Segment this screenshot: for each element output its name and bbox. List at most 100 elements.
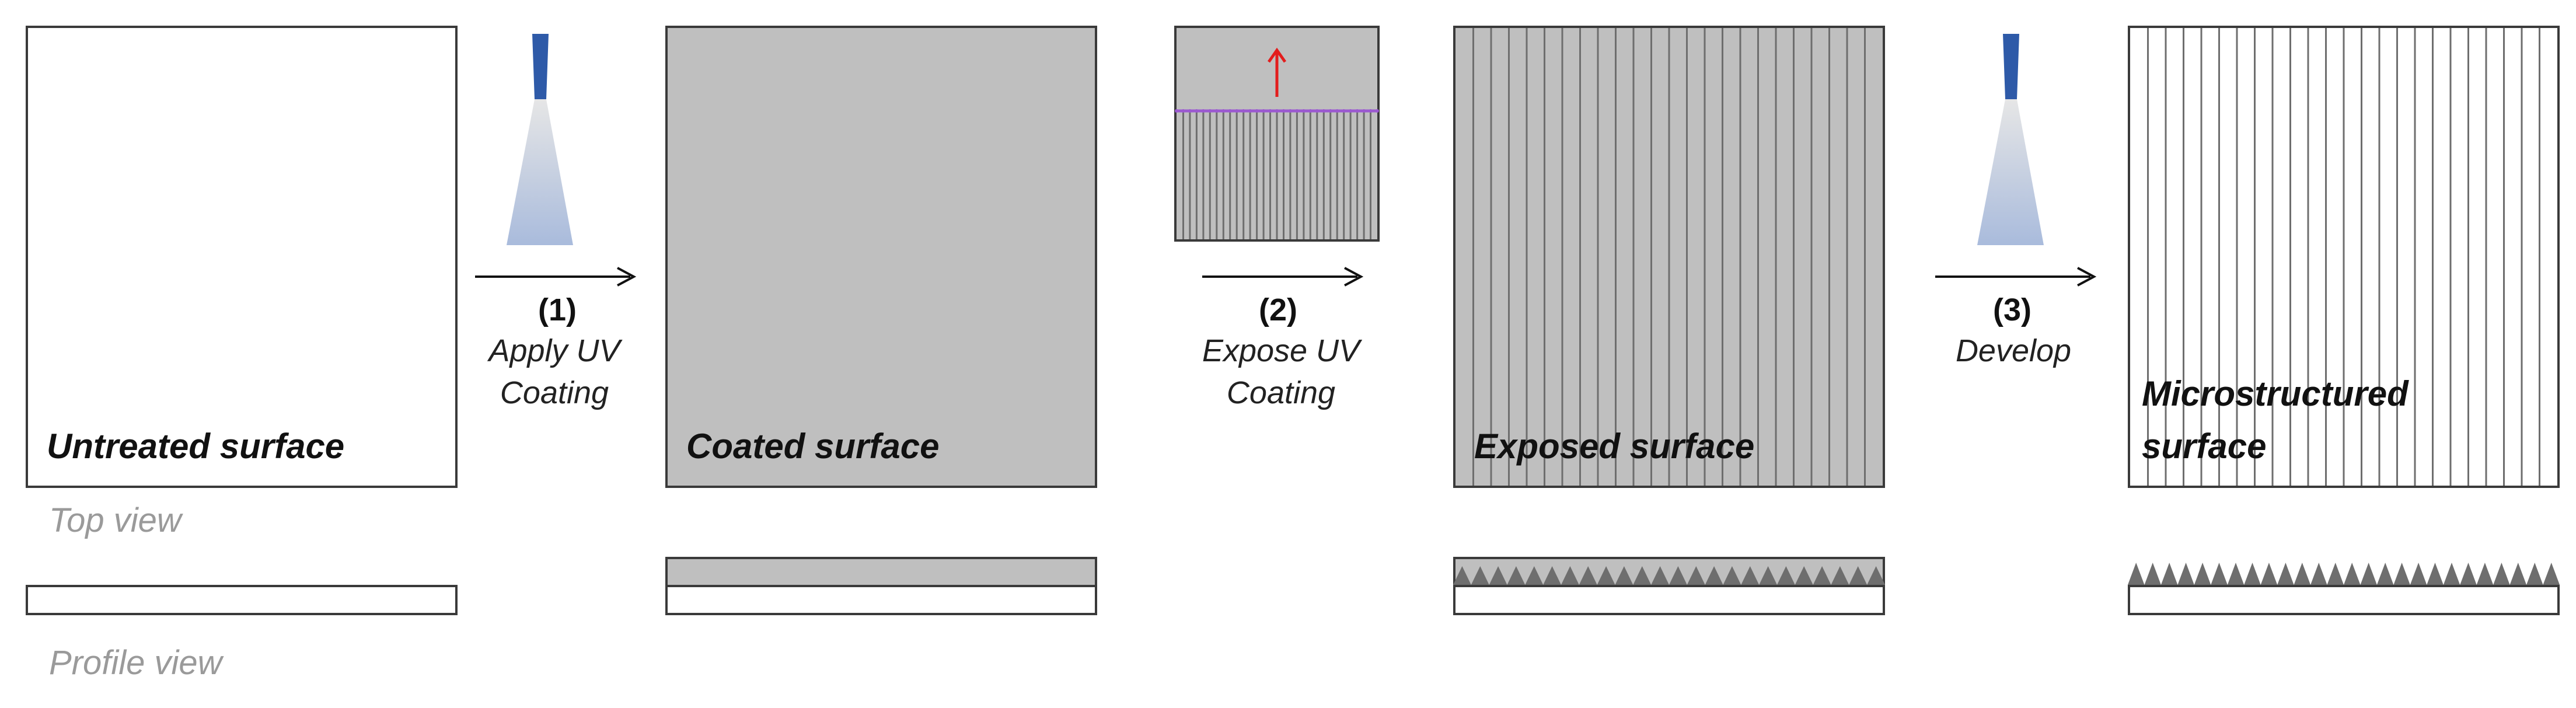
uv-front-dot [1262, 109, 1266, 113]
exposed-profile-tooth [1867, 566, 1885, 585]
microstructure-tooth [2160, 563, 2178, 585]
profile-view-label: Profile view [49, 644, 222, 682]
untreated-surface-label: Untreated surface [47, 427, 345, 466]
exposed-profile-tooth [1723, 566, 1741, 585]
microstructure-tooth [2344, 563, 2361, 585]
step-3-number: (3) [1993, 292, 2032, 327]
coated-surface-label: Coated surface [686, 427, 940, 466]
uv-front-dot [1295, 109, 1299, 113]
exposed-profile-tooth [1453, 566, 1471, 585]
microstructure-tooth [2144, 563, 2161, 585]
microstructure-tooth [2509, 563, 2527, 585]
untreated-surface-panel [26, 26, 458, 488]
spray-nozzle-icon [496, 34, 584, 250]
microstructured-surface-panel [2128, 26, 2560, 488]
uv-front-dot [1369, 109, 1373, 113]
exposed-profile-tooth [1633, 566, 1652, 585]
uv-front-dot [1221, 109, 1226, 113]
exposed-profile-view [1453, 557, 1885, 615]
uv-front-dot [1188, 109, 1192, 113]
uv-front-dot [1181, 109, 1185, 113]
uv-front-dot [1228, 109, 1232, 113]
uv-front-dot [1342, 109, 1346, 113]
microstructure-tooth [2211, 563, 2228, 585]
microstructure-tooth [2393, 563, 2410, 585]
microstructure-tooth [2294, 563, 2311, 585]
uv-front-dot [1328, 109, 1332, 113]
step-1-text-line1: Apply UV [488, 333, 620, 368]
uv-front-dot [1248, 109, 1252, 113]
step-2-text-line1: Expose UV [1202, 333, 1360, 368]
microstructure-tooth [2194, 563, 2211, 585]
microstructure-tooth [2260, 563, 2278, 585]
exposed-profile-tooth [1687, 566, 1705, 585]
microstructure-tooth [2376, 563, 2394, 585]
uv-front-dot [1214, 109, 1219, 113]
exposed-profile-tooth [1579, 566, 1597, 585]
exposed-profile-tooth [1471, 566, 1489, 585]
microstructure-tooth [2543, 563, 2560, 585]
microstructure-tooth [2526, 563, 2543, 585]
uv-front-dot [1301, 109, 1306, 113]
microstructure-tooth [2244, 563, 2261, 585]
exposed-profile-tooth [1831, 566, 1849, 585]
right-arrow-icon [1202, 267, 1364, 287]
exposed-surface-panel [1453, 26, 1885, 488]
exposed-profile-tooth [1525, 566, 1544, 585]
exposed-profile-tooth [1597, 566, 1615, 585]
microstructure-tooth [2310, 563, 2327, 585]
exposed-profile-tooth [1651, 566, 1669, 585]
develop-spray-nozzle-icon [1967, 34, 2054, 250]
step-1-text-line2: Coating [500, 375, 609, 410]
uv-front-dot [1315, 109, 1319, 113]
microstructure-tooth [2493, 563, 2510, 585]
step-1-number: (1) [538, 292, 577, 327]
exposed-profile-tooth [1489, 566, 1507, 585]
right-arrow-icon [475, 267, 637, 287]
microstructure-tooth [2443, 563, 2460, 585]
microstructure-tooth [2360, 563, 2377, 585]
uv-front-dot [1268, 109, 1272, 113]
exposed-profile-tooth [1813, 566, 1831, 585]
uv-front-dot [1235, 109, 1239, 113]
exposed-profile-tooth [1615, 566, 1633, 585]
right-arrow-icon [1935, 267, 2097, 287]
red-up-arrow-head [1267, 47, 1287, 63]
exposed-profile-tooth [1741, 566, 1760, 585]
microstructured-surface-label-line2: surface [2142, 427, 2267, 466]
microstructure-tooth [2427, 563, 2444, 585]
uv-front-dot [1349, 109, 1353, 113]
exposed-surface-label: Exposed surface [1474, 427, 1755, 466]
coated-surface-panel [665, 26, 1097, 488]
top-view-label: Top view [49, 501, 181, 539]
exposed-profile-tooth [1543, 566, 1561, 585]
exposed-profile-tooth [1759, 566, 1777, 585]
microstructure-tooth [2128, 563, 2145, 585]
uv-front-dot [1362, 109, 1366, 113]
untreated-profile-view [26, 585, 458, 615]
uv-front-dot [1195, 109, 1199, 113]
uv-front-dot [1376, 109, 1379, 113]
uv-exposure-inset [1174, 26, 1380, 242]
uv-front-dot [1288, 109, 1292, 113]
uv-front-dot [1308, 109, 1313, 113]
uv-front-dot [1355, 109, 1359, 113]
uv-front-dot [1322, 109, 1326, 113]
uv-front-dot [1241, 109, 1245, 113]
coated-profile-view [665, 557, 1097, 615]
microstructure-tooth [2460, 563, 2477, 585]
uv-front-dot [1335, 109, 1339, 113]
exposed-profile-tooth [1669, 566, 1687, 585]
microstructure-tooth [2327, 563, 2344, 585]
uv-front-dot [1282, 109, 1286, 113]
exposed-profile-tooth [1507, 566, 1526, 585]
microstructured-surface-label-line1: Microstructured [2142, 374, 2409, 413]
exposed-profile-tooth [1561, 566, 1579, 585]
exposed-profile-tooth [1795, 566, 1813, 585]
microstructure-tooth [2227, 563, 2245, 585]
exposed-profile-tooth [1849, 566, 1868, 585]
microstructured-profile-view [2128, 557, 2560, 615]
microstructure-tooth [2410, 563, 2427, 585]
step-2-number: (2) [1259, 292, 1297, 327]
microstructure-tooth [2277, 563, 2294, 585]
